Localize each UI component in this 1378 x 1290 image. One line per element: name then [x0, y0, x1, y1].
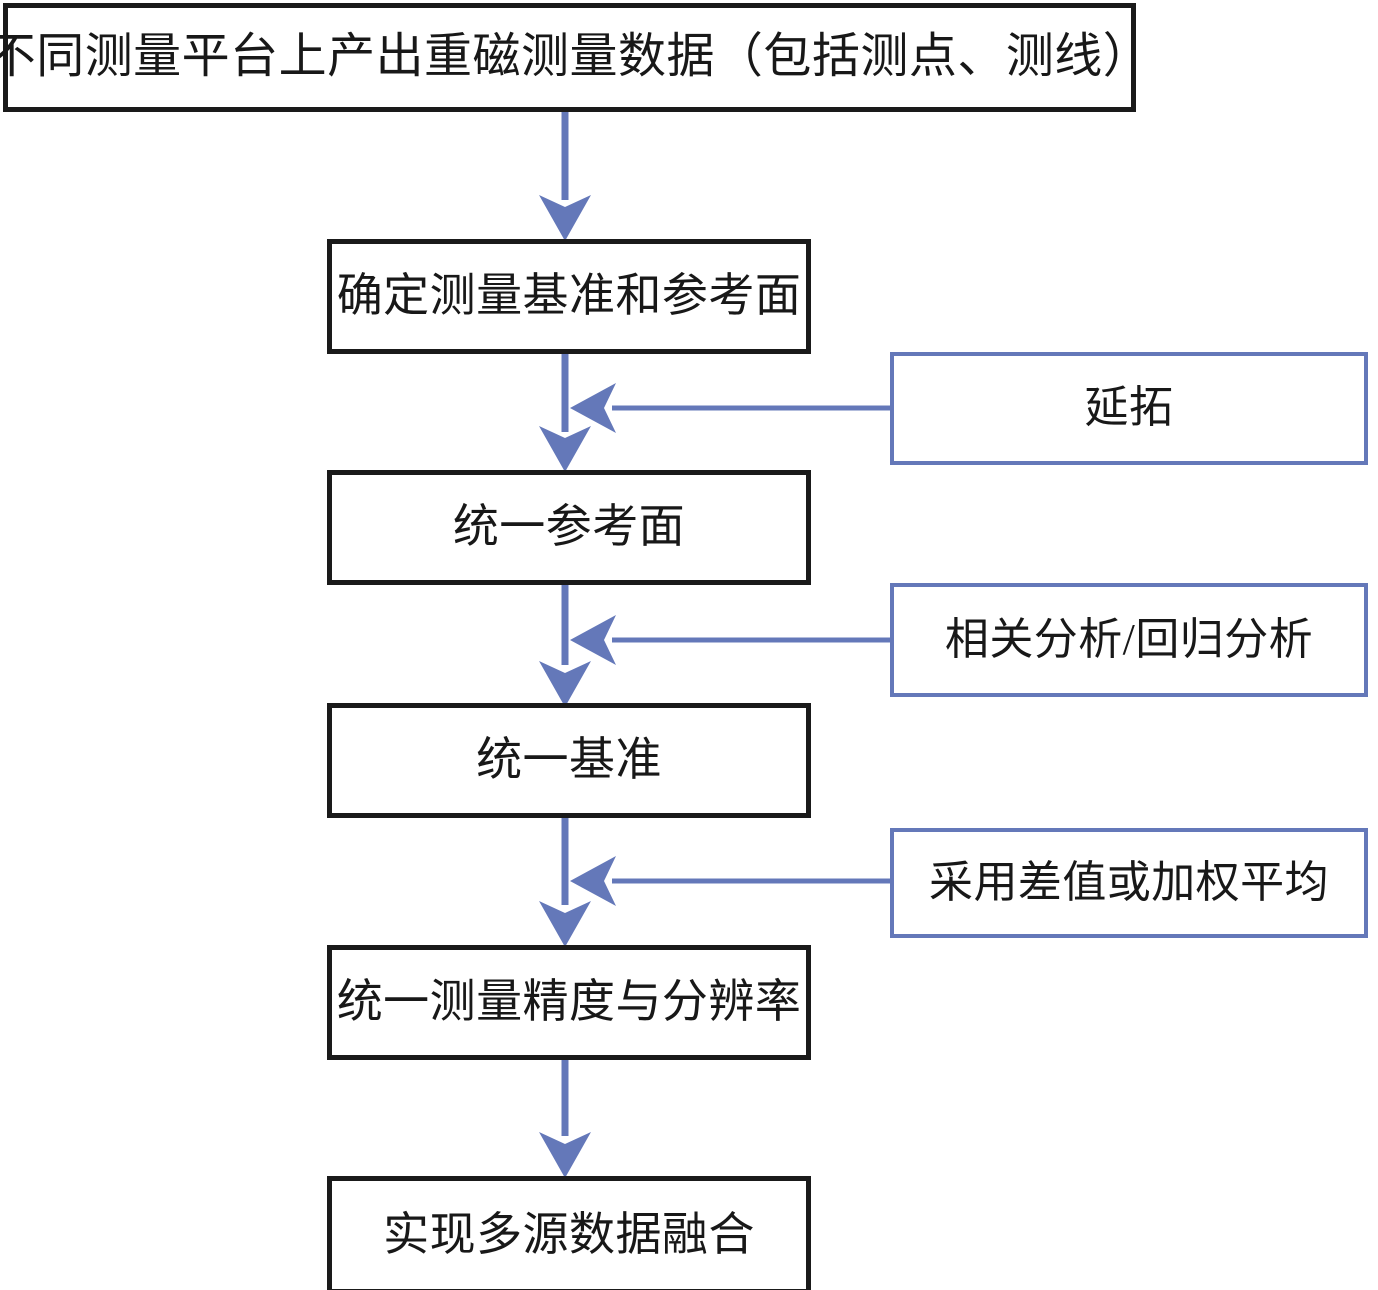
node-method-1-label: 延拓 — [1084, 383, 1174, 433]
connector-step3-to-step4 — [539, 816, 591, 947]
node-step-3-label: 统一基准 — [476, 734, 662, 786]
node-step-4-label: 统一测量精度与分辨率 — [336, 976, 802, 1028]
connector-source-to-step1 — [539, 110, 591, 241]
node-step-4[interactable]: 统一测量精度与分辨率 — [327, 945, 811, 1060]
node-step-2-label: 统一参考面 — [452, 501, 686, 553]
node-step-5[interactable]: 实现多源数据融合 — [327, 1176, 811, 1290]
node-method-3-label: 采用差值或加权平均 — [929, 857, 1329, 907]
node-step-3[interactable]: 统一基准 — [327, 703, 811, 818]
connector-method2-to-trunk — [570, 615, 890, 665]
node-method-1[interactable]: 延拓 — [890, 352, 1368, 465]
node-method-3[interactable]: 采用差值或加权平均 — [890, 828, 1368, 938]
node-method-2[interactable]: 相关分析/回归分析 — [890, 583, 1368, 697]
connector-step2-to-step3 — [539, 583, 591, 707]
node-method-2-label: 相关分析/回归分析 — [944, 614, 1314, 664]
node-step-1-label: 确定测量基准和参考面 — [336, 270, 802, 322]
connector-method1-to-trunk — [570, 383, 890, 433]
node-source-data[interactable]: 不同测量平台上产出重磁测量数据（包括测点、测线） — [0, 3, 1151, 112]
node-step-1[interactable]: 确定测量基准和参考面 — [327, 239, 811, 354]
connector-method3-to-trunk — [570, 856, 890, 906]
node-step-2[interactable]: 统一参考面 — [327, 470, 811, 585]
node-source-data-label: 不同测量平台上产出重磁测量数据（包括测点、测线） — [0, 30, 1152, 84]
node-step-5-label: 实现多源数据融合 — [383, 1208, 755, 1260]
connector-step4-to-step5 — [539, 1058, 591, 1178]
connector-step1-to-step2 — [539, 352, 591, 472]
